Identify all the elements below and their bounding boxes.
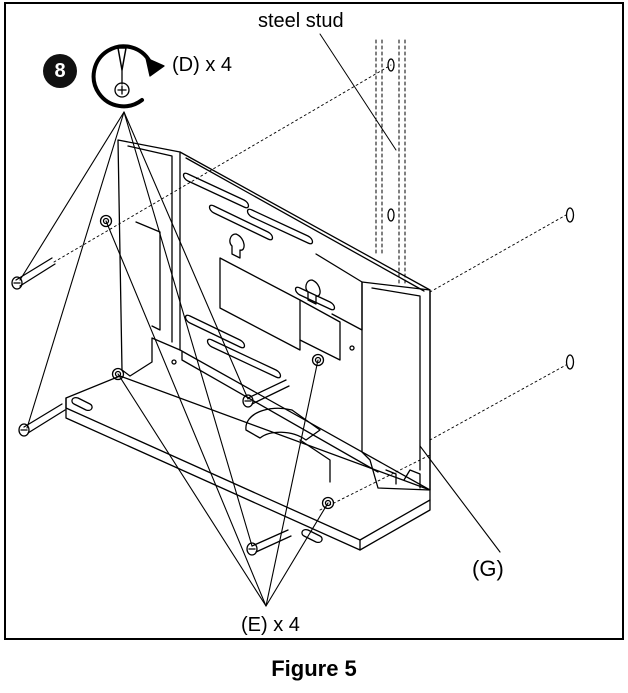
bracket-leader [419,445,501,553]
steel-stud-leader [319,33,397,151]
steel-stud-icon [375,39,406,286]
anchor-leaders [105,220,329,607]
wall-holes-right [565,207,575,370]
steel-stud-label: steel stud [258,10,344,32]
figure-caption: Figure 5 [271,656,357,681]
projection-lines [53,64,567,511]
screw-d-label: (D) x 4 [172,54,232,76]
screw-leaders [19,111,253,547]
mounting-bracket-icon [65,139,431,551]
screw-icon [11,257,292,556]
step-badge: 8 [43,54,77,88]
stud-holes [387,58,395,222]
anchor-icon [99,214,335,510]
bracket-g-label: (G) [472,556,504,581]
rotate-clockwise-screwdriver-icon [91,44,165,109]
anchor-e-label: (E) x 4 [241,614,300,636]
figure-frame [4,2,624,640]
